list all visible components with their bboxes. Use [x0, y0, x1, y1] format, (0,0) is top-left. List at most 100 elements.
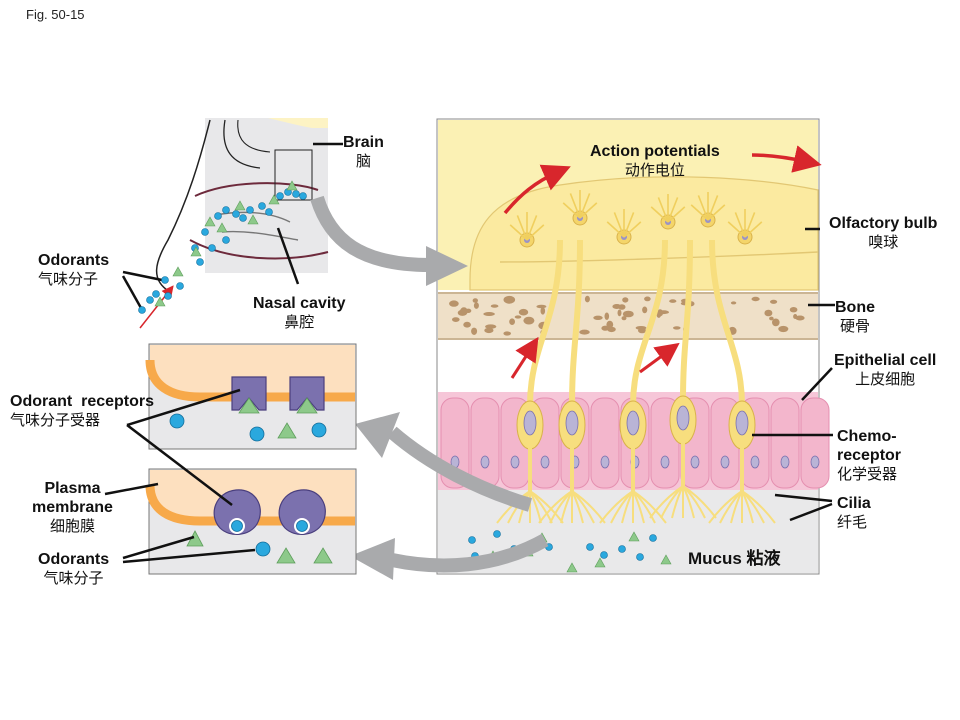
odorant-molecule [286, 180, 298, 191]
bone-pore [673, 326, 681, 330]
bone-pore [604, 312, 610, 320]
epithelial-nucleus [690, 455, 700, 469]
mitral-dendrite [697, 195, 709, 221]
membrane-zoom-arrow [390, 533, 549, 573]
mitral-dendrite [707, 204, 726, 221]
mitral-dendrite [734, 212, 746, 238]
bone-pore [772, 318, 780, 327]
bone-pore [622, 297, 629, 303]
bone-pore [471, 327, 478, 335]
odorant-molecule [566, 562, 578, 573]
bone-pore [778, 325, 789, 333]
odorant-molecule [196, 258, 204, 266]
receptor-open-1 [231, 376, 267, 411]
bone-pore [490, 304, 499, 308]
odorant-molecule [468, 536, 476, 544]
mitral-dendrite [526, 215, 538, 241]
odorant-molecule [292, 190, 300, 198]
bone-pore [523, 316, 535, 325]
odorant-molecule [586, 543, 594, 551]
odorant-molecule [493, 530, 501, 538]
odorant-molecule [204, 216, 216, 227]
epithelial-nucleus [750, 455, 760, 469]
mitral-dendrite [744, 221, 763, 238]
bone-pore [606, 320, 614, 329]
odorant-molecule [265, 208, 273, 216]
odorants-bottom-leader-2 [122, 548, 256, 564]
bone-pore [669, 299, 677, 303]
mitral-dendrite [650, 206, 669, 223]
odorant-molecule [246, 206, 254, 214]
bone-pore [485, 324, 497, 329]
bone-pore [483, 312, 495, 316]
bone-pore [618, 304, 626, 310]
bone-pore [789, 307, 798, 313]
bone-pore [593, 315, 603, 320]
mitral-dendrite [667, 206, 686, 223]
cilium [632, 490, 667, 524]
bone-pore [621, 316, 627, 321]
epithelial-nucleus [780, 455, 790, 469]
odorant-molecule [239, 214, 247, 222]
bone-pore [642, 306, 648, 314]
odorant-molecule [299, 192, 307, 200]
neuron-nucleus [676, 405, 690, 431]
odorant-molecule [190, 246, 202, 257]
bone-pore [540, 307, 546, 315]
odorant-molecule [234, 200, 246, 211]
bone-pore [452, 317, 460, 322]
bone-pore [795, 315, 805, 321]
nasal-cavity-leader [276, 227, 300, 285]
odorant-molecule [154, 296, 166, 307]
odorant-molecule [161, 276, 169, 284]
plasma-membrane-leader [104, 482, 159, 496]
plasma-membrane-panel [145, 468, 357, 575]
odorant-molecule [222, 206, 230, 214]
mitral-dendrite [516, 215, 528, 241]
cilium [682, 485, 717, 519]
odorant-molecule [594, 557, 606, 568]
bone-pore [770, 299, 778, 304]
neuron-nucleus [735, 410, 749, 436]
bone-pore [730, 301, 737, 305]
odorant-molecule [164, 292, 172, 300]
action-potential-arrow-1 [503, 164, 571, 215]
bone-pore [536, 304, 547, 309]
mitral-dendrite [744, 212, 756, 238]
bone-pore [484, 327, 494, 334]
nasal-odorants [138, 180, 307, 314]
signal-arrow-1 [510, 336, 539, 379]
bone-pore [472, 298, 478, 303]
epithelial-nucleus [600, 455, 610, 469]
odorant-molecule [138, 306, 146, 314]
bone-pore [579, 329, 590, 335]
mitral-dendrite [526, 224, 545, 241]
epithelial-cell [800, 397, 830, 489]
bone-pore [769, 316, 774, 321]
odorant-molecule [660, 554, 672, 565]
mitral-dendrite [707, 195, 719, 221]
bone-pore [463, 321, 471, 328]
bone-pore [793, 314, 798, 319]
zoom-arrow [310, 195, 431, 272]
odorant-molecule [201, 228, 209, 236]
odorant-molecule [216, 222, 228, 233]
odorant-receptors-leader-2 [126, 424, 233, 506]
odorants-top-leader-1 [122, 270, 163, 282]
odorant-molecule [176, 282, 184, 290]
odorant-molecule [222, 236, 230, 244]
bone-pore [473, 302, 479, 309]
epithelial-nucleus [480, 455, 490, 469]
odorant-molecule [247, 214, 259, 225]
mitral-dendrite [606, 221, 625, 238]
label-mucus: Mucus 粘液 [688, 549, 781, 568]
epithelial-cell [770, 397, 800, 489]
odorant-molecule [232, 210, 240, 218]
mitral-dendrite [690, 204, 709, 221]
mitral-dendrite [509, 224, 528, 241]
